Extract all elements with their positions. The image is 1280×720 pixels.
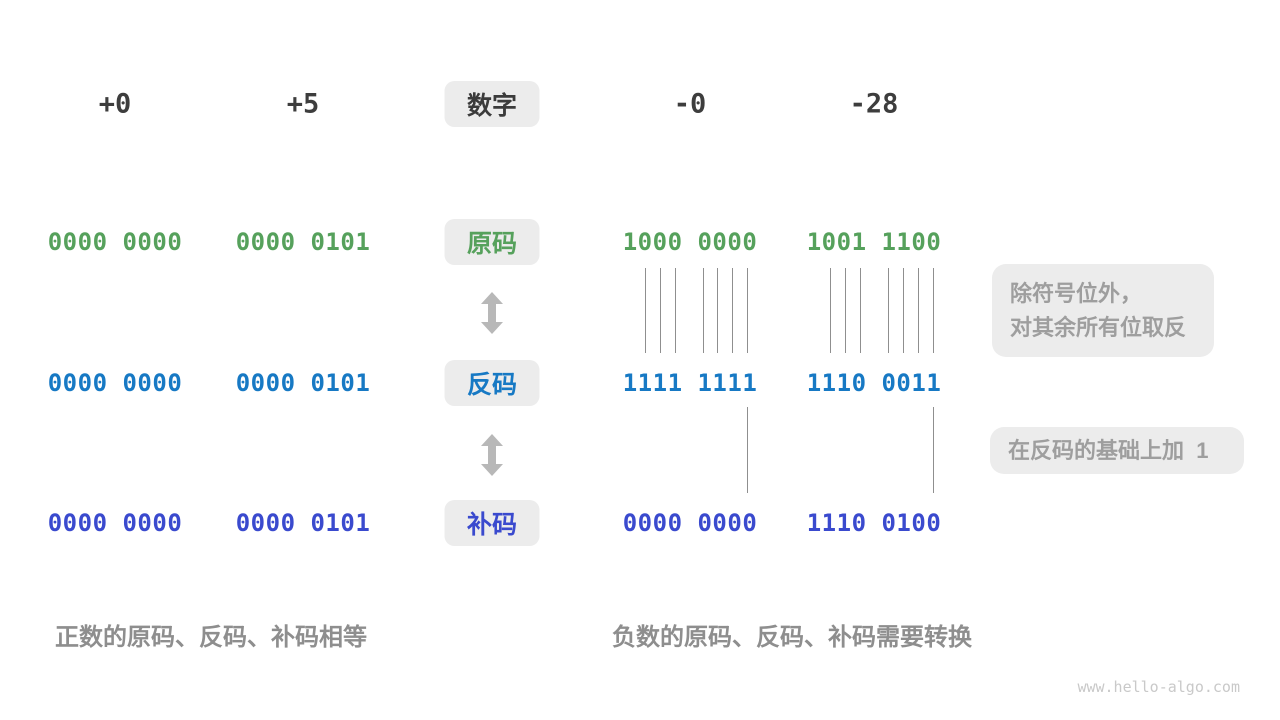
bit-flip-line [747,268,748,353]
watermark: www.hello-algo.com [1077,678,1240,696]
bit-flip-line [732,268,733,353]
twos-complement-value: 1110 0100 [806,509,942,537]
bit-flip-line [933,268,934,353]
sign-magnitude-value: 0000 0101 [235,228,371,256]
header-value-plus5: +5 [286,88,320,120]
bit-flip-line [703,268,704,353]
ones-complement-value: 0000 0101 [235,369,371,397]
bit-flip-line [717,268,718,353]
add-one-line [933,407,934,493]
header-value-plus0: +0 [98,88,132,120]
sign-magnitude-label-box: 原码 [444,219,540,265]
negative-numbers-caption: 负数的原码、反码、补码需要转换 [612,624,972,651]
header-value-minus28: -28 [849,88,899,120]
bit-flip-line [918,268,919,353]
bit-flip-line [888,268,889,353]
bit-flip-line [860,268,861,353]
updown-arrow-icon [481,434,503,476]
header-label-box: 数字 [444,81,540,127]
twos-complement-value: 0000 0101 [235,509,371,537]
bit-flip-line [660,268,661,353]
add-one-line [747,407,748,493]
twos-complement-value: 0000 0000 [622,509,758,537]
sign-magnitude-value: 0000 0000 [47,228,183,256]
sign-magnitude-value: 1001 1100 [806,228,942,256]
ones-complement-value: 1111 1111 [622,369,758,397]
bit-flip-line [903,268,904,353]
bit-flip-line [830,268,831,353]
positive-numbers-caption: 正数的原码、反码、补码相等 [55,624,367,651]
sign-magnitude-value: 1000 0000 [622,228,758,256]
updown-arrow-icon [481,292,503,334]
add-one-note: 在反码的基础上加 1 [990,427,1244,474]
ones-complement-value: 1110 0011 [806,369,942,397]
header-value-minus0: -0 [673,88,707,120]
bit-flip-line [645,268,646,353]
ones-complement-label-box: 反码 [444,360,540,406]
bit-flip-line [845,268,846,353]
bit-flip-line [675,268,676,353]
twos-complement-value: 0000 0000 [47,509,183,537]
flip-bits-note-line2: 对其余所有位取反 [1010,314,1187,340]
flip-bits-note-line1: 除符号位外， [1010,280,1143,306]
twos-complement-label-box: 补码 [444,500,540,546]
ones-complement-value: 0000 0000 [47,369,183,397]
flip-bits-note: 除符号位外， 对其余所有位取反 [992,264,1214,357]
